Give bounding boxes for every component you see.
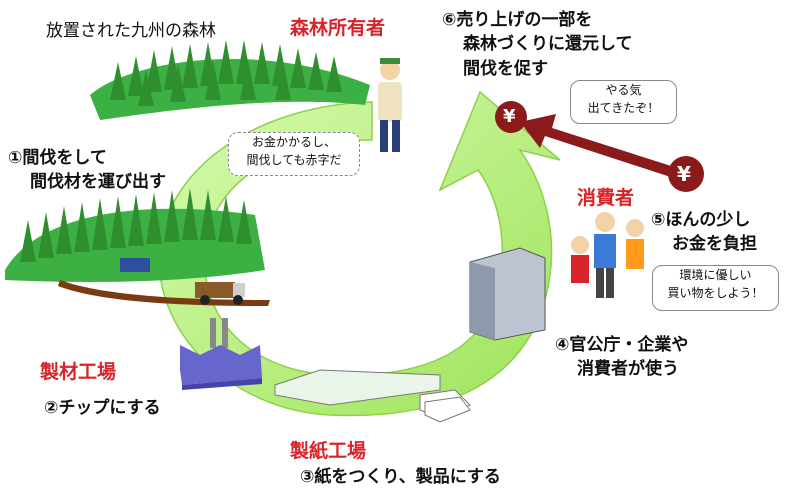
step1-line2: 間伐材を運び出す [30,172,166,192]
paper-mill-illustration [274,369,471,423]
step2-text: ②チップにする [44,398,161,418]
sawmill-label: 製材工場 [40,361,117,383]
forest-top-illustration [90,40,370,120]
owner-complaint-line1: お金かかるし、 [251,135,336,149]
forest-owner-figure [378,58,402,152]
consumer-speech-line1: 環境に優しい [679,268,752,282]
paper-mill-label: 製紙工場 [290,440,367,462]
step6-line1: ⑥売り上げの一部を [442,10,593,30]
owner-motivated-line2: 出てきたぞ！ [587,101,660,115]
yen-symbol-2: ¥ [677,162,691,186]
consumer-speech-bubble: 環境に優しい 買い物をしよう！ [652,265,779,311]
money-flow-arrow [520,114,690,182]
consumer-speech-line2: 買い物をしよう！ [667,286,764,300]
step6-line3: 間伐を促す [463,59,548,79]
step5-line1: ⑤ほんの少し [651,210,751,230]
step1-line1: ①間伐をして [8,148,107,168]
office-building-illustration [469,247,546,341]
step4-line2: 消費者が使う [577,359,679,379]
yen-coin-near-owner [495,101,527,133]
sawmill-illustration [180,318,262,390]
owner-complaint-line2: 間伐しても赤字だ [246,153,342,167]
yen-coin-near-consumers [668,156,704,192]
consumer-label: 消費者 [577,187,635,209]
step6-line2: 森林づくりに還元して [463,34,633,54]
step5-line2: お金を負担 [672,234,757,254]
yen-symbol-1: ¥ [503,106,516,127]
forest-left-illustration [5,188,270,306]
forest-owner-label: 森林所有者 [290,17,386,39]
owner-motivated-line1: やる気 [605,83,642,97]
step4-line1: ④官公庁・企業や [555,335,689,355]
consumers-figure [571,212,644,298]
forest-title: 放置された九州の森林 [46,21,216,41]
owner-complaint-bubble: お金かかるし、 間伐しても赤字だ [228,132,360,176]
step3-text: ③紙をつくり、製品にする [300,467,501,487]
owner-motivated-bubble: やる気 出てきたぞ！ [570,80,677,124]
